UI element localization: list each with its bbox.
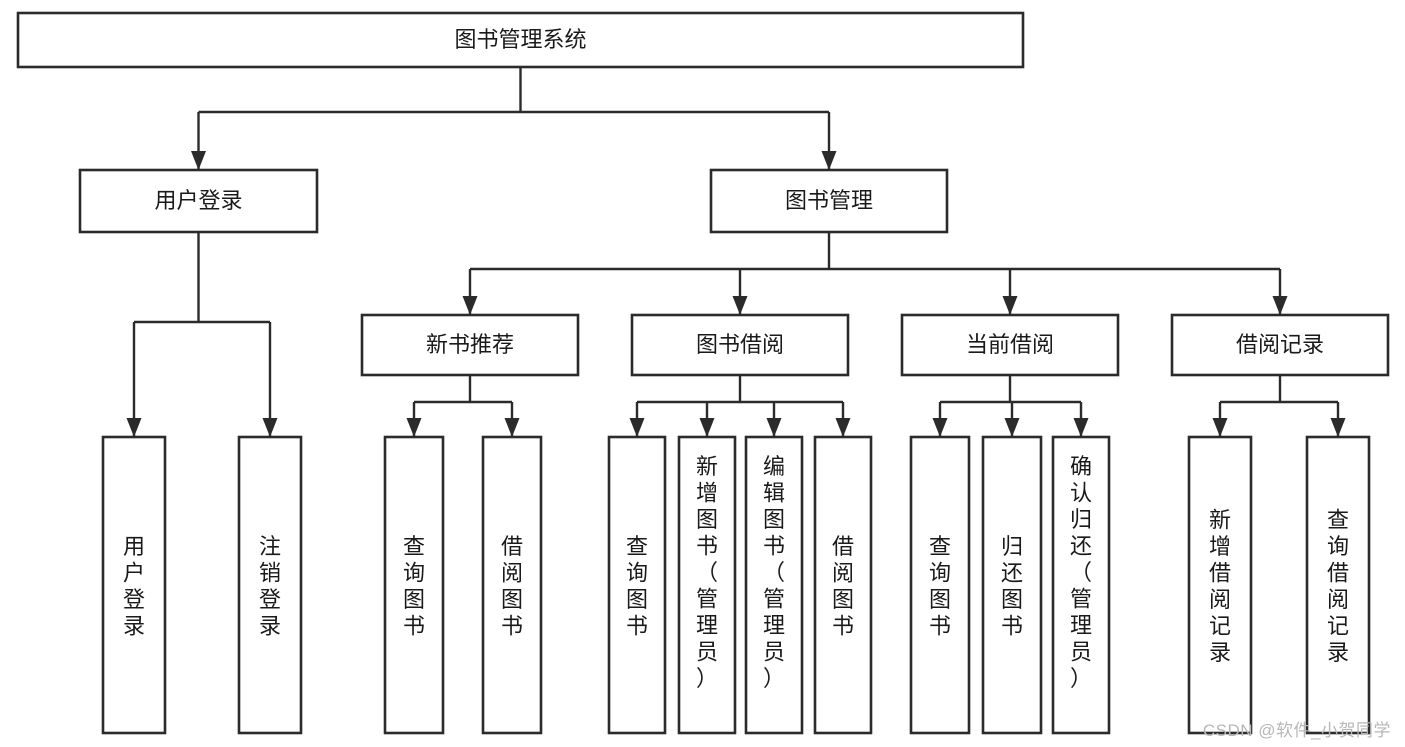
node-box-leaf-add-record[interactable] <box>1187 435 1253 735</box>
node-box-book-borrow[interactable] <box>630 313 850 377</box>
node-layer: 图书管理系统用户登录图书管理新书推荐图书借阅当前借阅借阅记录用户登录注销登录查询… <box>16 11 1390 735</box>
node-box-current-borrow[interactable] <box>900 313 1120 377</box>
node-leaf-borrow-book-1[interactable]: 借阅图书 <box>481 435 543 735</box>
node-label-leaf-edit-book: 编辑图书（管理员） <box>763 454 785 691</box>
node-box-book-manage[interactable] <box>709 168 949 234</box>
node-leaf-query-book-1[interactable]: 查询图书 <box>383 435 445 735</box>
node-new-book-rec[interactable]: 新书推荐 <box>360 313 580 377</box>
node-leaf-logout[interactable]: 注销登录 <box>237 435 303 735</box>
node-leaf-add-book[interactable]: 新增图书（管理员） <box>677 435 737 735</box>
node-label-borrow-record: 借阅记录 <box>1236 332 1324 357</box>
node-leaf-borrow-book-2[interactable]: 借阅图书 <box>813 435 873 735</box>
node-box-borrow-record[interactable] <box>1170 313 1390 377</box>
node-box-new-book-rec[interactable] <box>360 313 580 377</box>
node-leaf-add-record[interactable]: 新增借阅记录 <box>1187 435 1253 735</box>
node-box-leaf-borrow-book-2[interactable] <box>813 435 873 735</box>
node-label-book-manage: 图书管理 <box>785 188 873 213</box>
node-box-leaf-add-book[interactable] <box>677 435 737 735</box>
node-label-root: 图书管理系统 <box>454 27 586 52</box>
node-label-book-borrow: 图书借阅 <box>696 332 784 357</box>
node-label-leaf-borrow-book-1: 借阅图书 <box>501 534 523 639</box>
node-leaf-confirm-return[interactable]: 确认归还（管理员） <box>1051 435 1111 735</box>
node-label-leaf-borrow-book-2: 借阅图书 <box>832 534 854 639</box>
node-box-leaf-user-login[interactable] <box>101 435 167 735</box>
node-user-login[interactable]: 用户登录 <box>78 168 319 234</box>
node-label-leaf-query-book-3: 查询图书 <box>929 534 951 639</box>
csdn-watermark: CSDN @软件_小贺同学 <box>1202 721 1391 740</box>
node-box-leaf-edit-book[interactable] <box>744 435 804 735</box>
node-label-leaf-user-login: 用户登录 <box>123 534 145 639</box>
node-leaf-query-book-2[interactable]: 查询图书 <box>607 435 667 735</box>
node-label-leaf-query-record: 查询借阅记录 <box>1327 508 1349 666</box>
node-label-leaf-query-book-2: 查询图书 <box>626 534 648 639</box>
node-label-leaf-logout: 注销登录 <box>259 534 281 639</box>
node-box-leaf-logout[interactable] <box>237 435 303 735</box>
node-leaf-edit-book[interactable]: 编辑图书（管理员） <box>744 435 804 735</box>
node-leaf-query-record[interactable]: 查询借阅记录 <box>1305 435 1371 735</box>
node-label-user-login: 用户登录 <box>154 188 242 213</box>
node-label-leaf-add-record: 新增借阅记录 <box>1209 508 1231 666</box>
node-box-leaf-return-book[interactable] <box>981 435 1043 735</box>
node-label-new-book-rec: 新书推荐 <box>426 332 514 357</box>
node-borrow-record[interactable]: 借阅记录 <box>1170 313 1390 377</box>
node-current-borrow[interactable]: 当前借阅 <box>900 313 1120 377</box>
node-box-leaf-confirm-return[interactable] <box>1051 435 1111 735</box>
node-box-leaf-query-book-1[interactable] <box>383 435 445 735</box>
node-book-borrow[interactable]: 图书借阅 <box>630 313 850 377</box>
node-label-leaf-return-book: 归还图书 <box>1001 534 1023 639</box>
node-leaf-query-book-3[interactable]: 查询图书 <box>909 435 971 735</box>
node-label-leaf-confirm-return: 确认归还（管理员） <box>1070 454 1092 691</box>
connector-layer <box>126 67 1346 437</box>
node-box-leaf-query-book-2[interactable] <box>607 435 667 735</box>
node-label-leaf-add-book: 新增图书（管理员） <box>696 454 718 691</box>
node-leaf-return-book[interactable]: 归还图书 <box>981 435 1043 735</box>
node-box-user-login[interactable] <box>78 168 319 234</box>
node-root[interactable]: 图书管理系统 <box>16 11 1025 69</box>
node-box-root[interactable] <box>16 11 1025 69</box>
node-box-leaf-query-record[interactable] <box>1305 435 1371 735</box>
node-book-manage[interactable]: 图书管理 <box>709 168 949 234</box>
node-label-leaf-query-book-1: 查询图书 <box>403 534 425 639</box>
node-leaf-user-login[interactable]: 用户登录 <box>101 435 167 735</box>
node-box-leaf-borrow-book-1[interactable] <box>481 435 543 735</box>
node-label-current-borrow: 当前借阅 <box>966 332 1054 357</box>
node-box-leaf-query-book-3[interactable] <box>909 435 971 735</box>
